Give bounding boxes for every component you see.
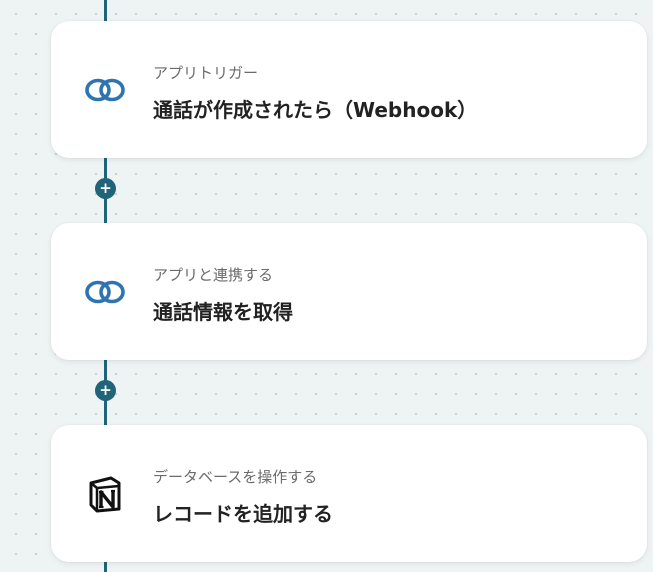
step-title: 通話が作成されたら（Webhook）: [153, 98, 478, 122]
link-rings-icon: [84, 271, 126, 313]
flow-connector: [104, 0, 107, 22]
flow-step-card-get-call-info[interactable]: アプリと連携する 通話情報を取得: [51, 223, 647, 360]
flow-step-card-trigger[interactable]: アプリトリガー 通話が作成されたら（Webhook）: [51, 21, 647, 158]
step-title: 通話情報を取得: [153, 300, 293, 324]
add-step-button[interactable]: +: [95, 178, 116, 199]
step-category-label: アプリトリガー: [153, 64, 259, 82]
step-title: レコードを追加する: [153, 502, 333, 526]
link-rings-icon: [84, 69, 126, 111]
plus-icon: +: [99, 178, 112, 197]
plus-icon: +: [99, 380, 112, 399]
notion-icon: [84, 473, 126, 515]
flow-connector: [104, 558, 107, 572]
step-category-label: データベースを操作する: [153, 468, 318, 486]
step-category-label: アプリと連携する: [153, 266, 274, 284]
add-step-button[interactable]: +: [95, 380, 116, 401]
flow-step-card-add-record[interactable]: データベースを操作する レコードを追加する: [51, 425, 647, 562]
